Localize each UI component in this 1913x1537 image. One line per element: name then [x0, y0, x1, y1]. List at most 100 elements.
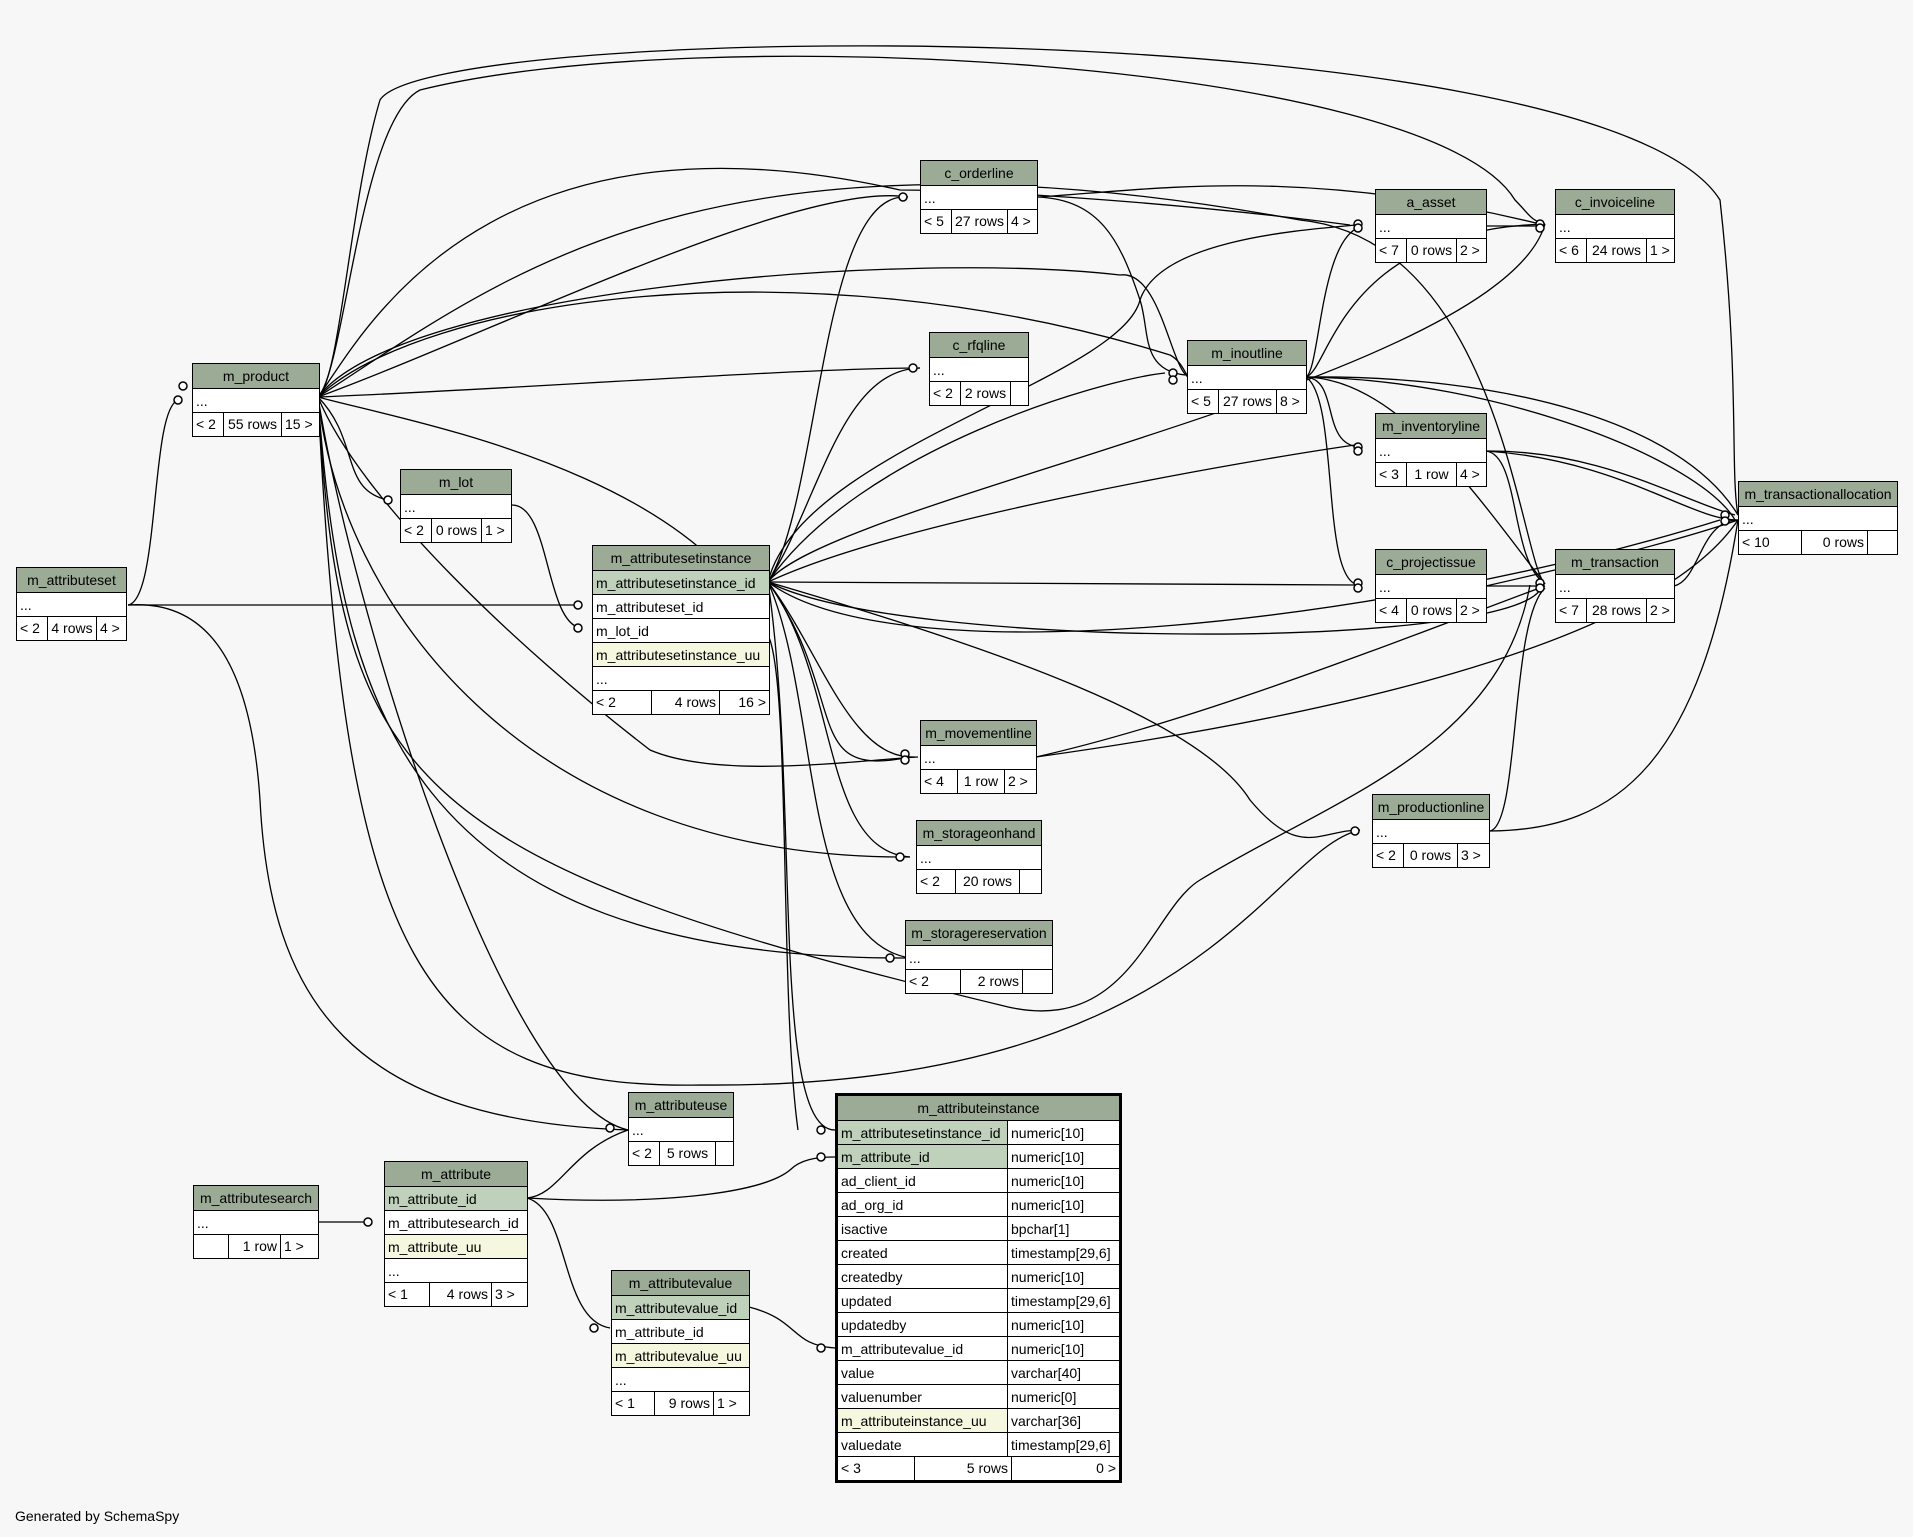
table-row: m_attributeset_id	[593, 595, 769, 619]
table-row: ...	[401, 495, 511, 519]
column-name: m_attributesetinstance_id	[838, 1121, 1008, 1144]
table-title: c_orderline	[921, 161, 1037, 186]
parents-count[interactable]: < 5	[1191, 393, 1211, 409]
parents-count[interactable]: < 2	[404, 522, 424, 538]
parents-count[interactable]: < 6	[1559, 242, 1579, 258]
column-name: m_attribute_id	[838, 1145, 1008, 1168]
children-count[interactable]: 16 >	[719, 691, 769, 714]
children-count[interactable]: 2 >	[1456, 599, 1486, 622]
parents-count[interactable]: < 2	[1376, 847, 1396, 863]
parents-count[interactable]: < 2	[920, 873, 940, 889]
table-row: ...	[906, 946, 1052, 970]
parents-count[interactable]: < 3	[841, 1460, 861, 1476]
parents-count[interactable]: < 4	[924, 773, 944, 789]
column-type: numeric[10]	[1011, 1149, 1085, 1165]
children-count[interactable]: 4 >	[1456, 463, 1486, 486]
children-count[interactable]: 8 >	[1276, 390, 1306, 413]
parents-count[interactable]	[194, 1235, 228, 1258]
column-type: timestamp[29,6]	[1011, 1245, 1111, 1261]
parents-count[interactable]: < 2	[596, 694, 616, 710]
children-count[interactable]	[1867, 531, 1897, 554]
parents-count[interactable]: < 3	[1379, 466, 1399, 482]
table-row: ...	[593, 667, 769, 691]
table-row: ...	[194, 1211, 318, 1235]
table-title: m_storagereservation	[906, 921, 1052, 946]
table-row: ...	[629, 1118, 733, 1142]
children-count[interactable]: 15 >	[281, 413, 319, 436]
children-count[interactable]: 2 >	[1456, 239, 1486, 262]
parents-count[interactable]: < 4	[1379, 602, 1399, 618]
parents-count[interactable]: < 10	[1742, 534, 1770, 550]
parents-count[interactable]: < 2	[196, 416, 216, 432]
children-count[interactable]: 1 >	[280, 1235, 318, 1258]
column-name: value	[838, 1361, 1008, 1384]
table-row: ...	[1556, 215, 1674, 239]
column-name: valuenumber	[838, 1385, 1008, 1408]
row-count: 0 rows	[431, 519, 481, 542]
children-count[interactable]: 1 >	[713, 1392, 749, 1415]
column-name: createdby	[838, 1265, 1008, 1288]
table-title: m_inoutline	[1188, 341, 1306, 366]
children-count[interactable]: 3 >	[1457, 844, 1489, 867]
table-title: m_product	[193, 364, 319, 389]
children-count[interactable]: 1 >	[481, 519, 511, 542]
children-count[interactable]	[1022, 970, 1052, 993]
table-row: ...	[917, 846, 1041, 870]
children-count[interactable]	[715, 1142, 733, 1165]
table-row: m_attribute_id	[385, 1187, 527, 1211]
table-m-attribute[interactable]: m_attribute m_attribute_id m_attributese…	[384, 1161, 528, 1307]
column-name: ad_client_id	[838, 1169, 1008, 1192]
children-count[interactable]: 0 >	[1011, 1457, 1119, 1480]
column-name: ad_org_id	[838, 1193, 1008, 1216]
parents-count[interactable]: < 2	[933, 385, 953, 401]
parents-count[interactable]: < 1	[388, 1286, 408, 1302]
children-count[interactable]: 1 >	[1646, 239, 1674, 262]
parents-count[interactable]: < 2	[632, 1145, 652, 1161]
table-m-attributeinstance[interactable]: m_attributeinstance m_attributesetinstan…	[835, 1093, 1122, 1483]
table-title: m_lot	[401, 470, 511, 495]
table-m-attributevalue[interactable]: m_attributevalue m_attributevalue_id m_a…	[611, 1270, 750, 1416]
parents-count[interactable]: < 5	[924, 213, 944, 229]
table-m-attributesetinstance[interactable]: m_attributesetinstance m_attributesetins…	[592, 545, 770, 715]
table-row: ...	[1376, 575, 1486, 599]
parents-count[interactable]: < 2	[20, 620, 40, 636]
children-count[interactable]: 4 >	[1007, 210, 1037, 233]
children-count[interactable]: 4 >	[96, 617, 126, 640]
children-count[interactable]: 2 >	[1646, 599, 1674, 622]
row-count: 27 rows	[1218, 390, 1276, 413]
column-type: bpchar[1]	[1011, 1221, 1070, 1237]
children-count[interactable]	[1019, 870, 1041, 893]
parents-count[interactable]: < 7	[1559, 602, 1579, 618]
parents-count[interactable]: < 7	[1379, 242, 1399, 258]
table-title: m_attributesearch	[194, 1186, 318, 1211]
parents-count[interactable]: < 1	[615, 1395, 635, 1411]
children-count[interactable]: 3 >	[491, 1283, 527, 1306]
row-count: 28 rows	[1586, 599, 1646, 622]
children-count[interactable]: 2 >	[1004, 770, 1036, 793]
parents-count[interactable]: < 2	[909, 973, 929, 989]
children-count[interactable]	[1010, 382, 1028, 405]
